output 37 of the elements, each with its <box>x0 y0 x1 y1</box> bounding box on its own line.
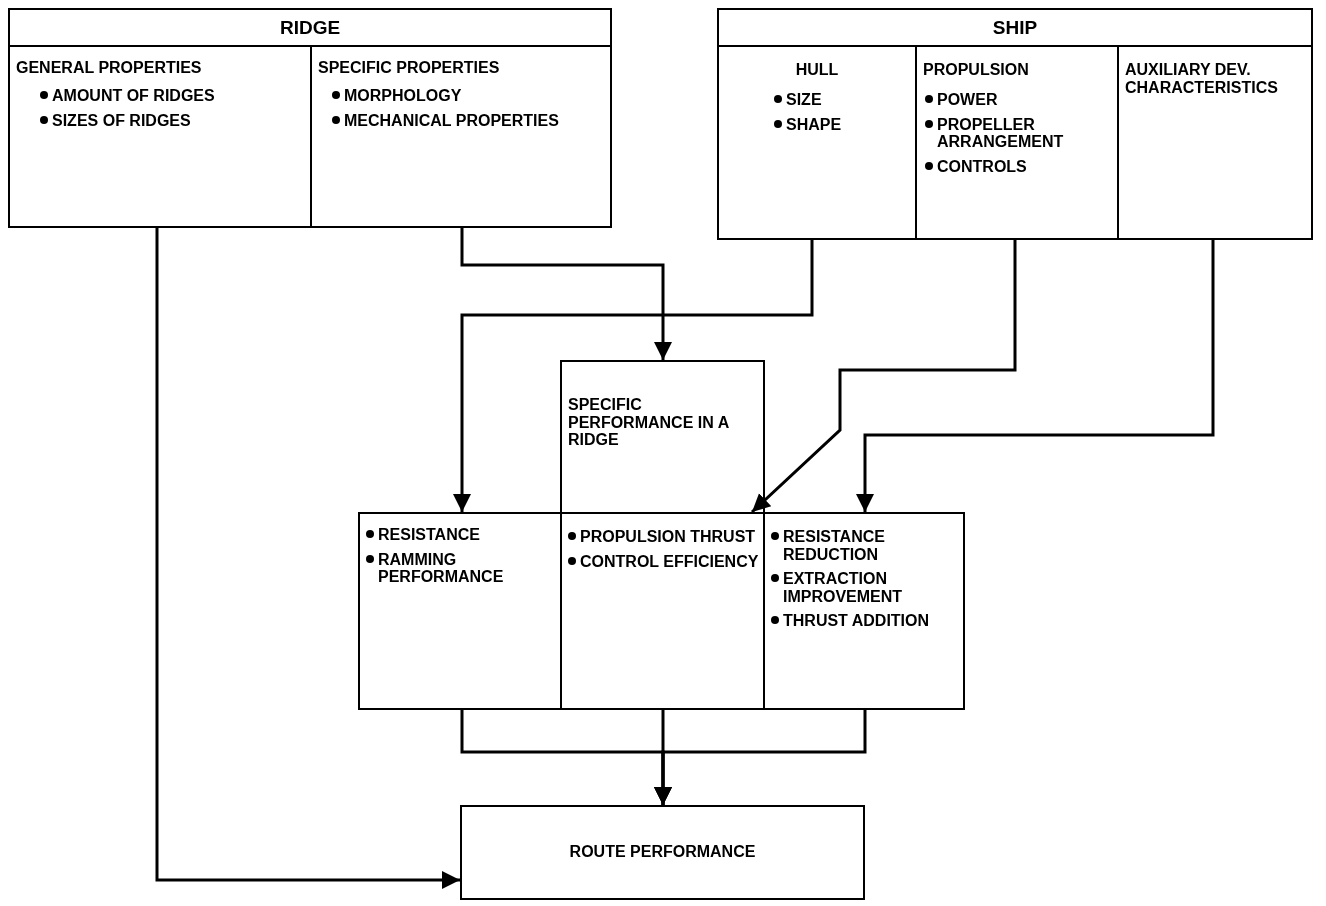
process-box <box>560 360 765 514</box>
list-item: RAMMING PERFORMANCE <box>378 550 505 586</box>
box-heading: SPECIFIC PERFORMANCE IN A RIDGE <box>568 396 730 449</box>
list-item: SIZES OF RIDGES <box>52 111 191 130</box>
arrow <box>453 240 814 512</box>
arrow <box>460 228 672 360</box>
list-item: RESISTANCE <box>378 526 480 544</box>
process-box <box>460 805 865 900</box>
box-heading: PROPULSION <box>923 61 1030 79</box>
list-item: THRUST ADDITION <box>783 612 930 630</box>
arrow <box>750 240 1017 514</box>
list-item: PROPELLER ARRANGEMENT <box>937 115 1065 151</box>
list-item: CONTROL EFFICIENCY <box>580 552 759 571</box>
list-item: PROPULSION THRUST <box>580 528 756 546</box>
arrow <box>155 228 460 889</box>
list-item: SHAPE <box>786 115 842 134</box>
box-heading: RIDGE <box>278 18 342 39</box>
box-heading: HULL <box>794 61 840 79</box>
box-heading: SHIP <box>991 18 1039 39</box>
process-box <box>717 8 1313 240</box>
list-item: POWER <box>937 91 998 109</box>
arrow <box>856 240 1215 512</box>
box-heading: ROUTE PERFORMANCE <box>568 843 757 861</box>
process-box <box>763 512 965 710</box>
list-item: SIZE <box>786 91 822 109</box>
list-item: AMOUNT OF RIDGES <box>52 87 215 105</box>
box-heading: SPECIFIC PROPERTIES <box>318 59 501 77</box>
list-item: MECHANICAL PROPERTIES <box>344 111 559 130</box>
process-box <box>8 8 612 228</box>
arrow <box>654 710 867 805</box>
box-heading: AUXILIARY DEV. CHARACTERISTICS <box>1125 61 1279 97</box>
list-item: EXTRACTION IMPROVEMENT <box>783 570 904 606</box>
process-box <box>358 512 562 710</box>
box-heading: GENERAL PROPERTIES <box>16 59 203 77</box>
list-item: CONTROLS <box>937 157 1027 176</box>
list-item: MORPHOLOGY <box>344 87 462 105</box>
list-item: RESISTANCE REDUCTION <box>783 528 886 564</box>
